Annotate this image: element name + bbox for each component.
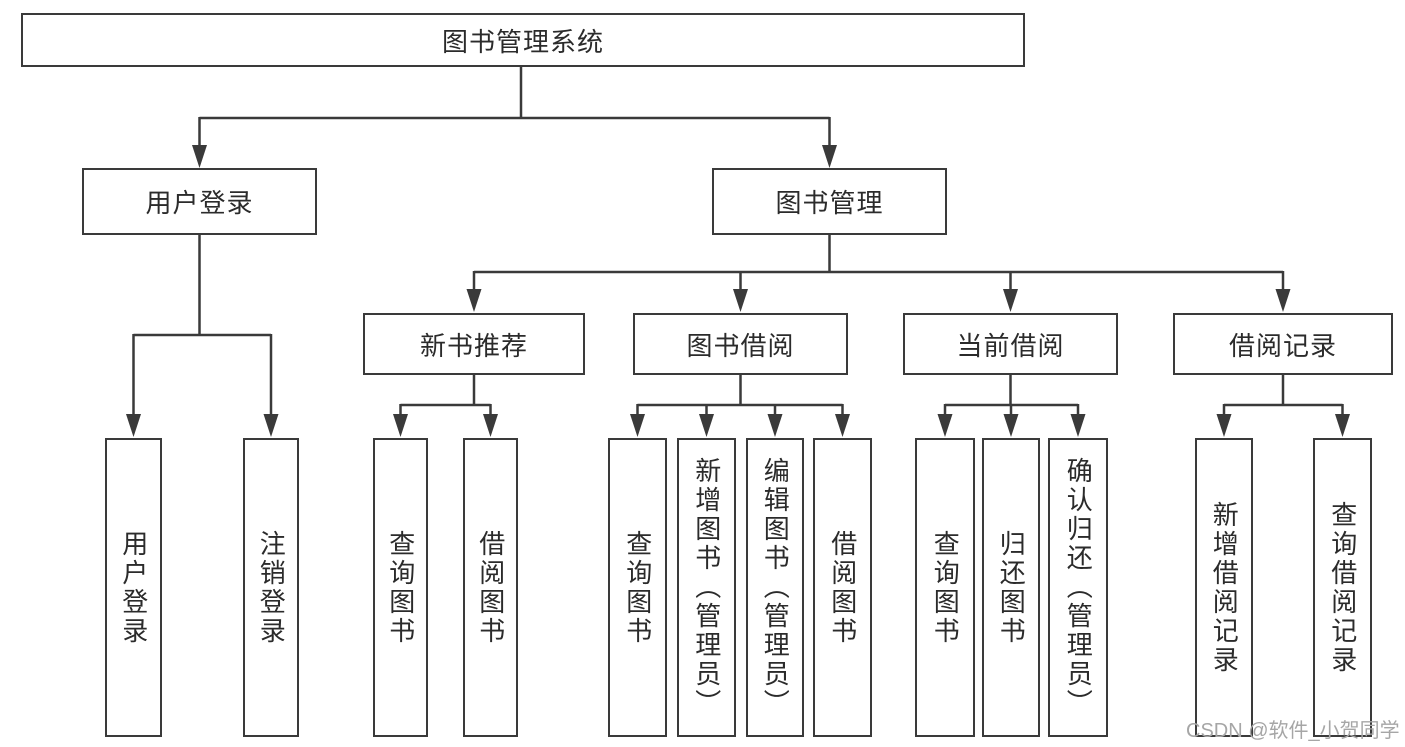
node-label: 当前借阅 bbox=[956, 330, 1065, 361]
leaf-user-login: 用户登录 bbox=[105, 438, 162, 737]
csdn-watermark: CSDN @软件_小贺同学 bbox=[1186, 720, 1400, 742]
node-label: 借阅图书 bbox=[475, 529, 506, 646]
node-label: 新增图书（管理员） bbox=[691, 457, 722, 718]
node-user-login: 用户登录 bbox=[82, 168, 317, 235]
node-label: 查询图书 bbox=[622, 529, 653, 646]
leaf-query-borrow-record: 查询借阅记录 bbox=[1313, 438, 1372, 737]
node-label: 图书管理系统 bbox=[441, 26, 604, 57]
node-label: 用户登录 bbox=[145, 188, 254, 218]
node-label: 查询图书 bbox=[930, 529, 961, 646]
node-label: 图书管理 bbox=[775, 188, 884, 218]
node-label: 图书借阅 bbox=[686, 330, 795, 361]
leaf-add-book-admin: 新增图书（管理员） bbox=[677, 438, 736, 737]
leaf-logout: 注销登录 bbox=[243, 438, 299, 737]
leaf-query-books-current: 查询图书 bbox=[915, 438, 975, 737]
node-label: 确认归还（管理员） bbox=[1063, 457, 1094, 718]
node-book-management: 图书管理 bbox=[712, 168, 947, 235]
node-library-management-system: 图书管理系统 bbox=[21, 13, 1025, 67]
node-new-book-recommend: 新书推荐 bbox=[363, 313, 585, 375]
node-label: 编辑图书（管理员） bbox=[760, 457, 791, 718]
node-label: 归还图书 bbox=[996, 529, 1027, 646]
leaf-borrow-books-recommend: 借阅图书 bbox=[463, 438, 518, 737]
leaf-return-book: 归还图书 bbox=[982, 438, 1040, 737]
node-book-borrow: 图书借阅 bbox=[633, 313, 848, 375]
node-label: 用户登录 bbox=[118, 529, 149, 646]
leaf-borrow-books: 借阅图书 bbox=[813, 438, 872, 737]
node-label: 借阅记录 bbox=[1228, 330, 1337, 361]
node-label: 借阅图书 bbox=[827, 529, 858, 646]
node-label: 新增借阅记录 bbox=[1209, 500, 1240, 675]
node-borrow-records: 借阅记录 bbox=[1173, 313, 1393, 375]
leaf-confirm-return-admin: 确认归还（管理员） bbox=[1048, 438, 1108, 737]
leaf-query-books-recommend: 查询图书 bbox=[373, 438, 428, 737]
node-label: 新书推荐 bbox=[419, 330, 528, 361]
node-current-borrow: 当前借阅 bbox=[903, 313, 1118, 375]
leaf-edit-book-admin: 编辑图书（管理员） bbox=[746, 438, 804, 737]
node-label: 注销登录 bbox=[256, 529, 287, 646]
leaf-add-borrow-record: 新增借阅记录 bbox=[1195, 438, 1253, 737]
node-label: 查询图书 bbox=[385, 529, 416, 646]
node-label: 查询借阅记录 bbox=[1327, 500, 1358, 675]
leaf-query-books-borrow: 查询图书 bbox=[608, 438, 667, 737]
